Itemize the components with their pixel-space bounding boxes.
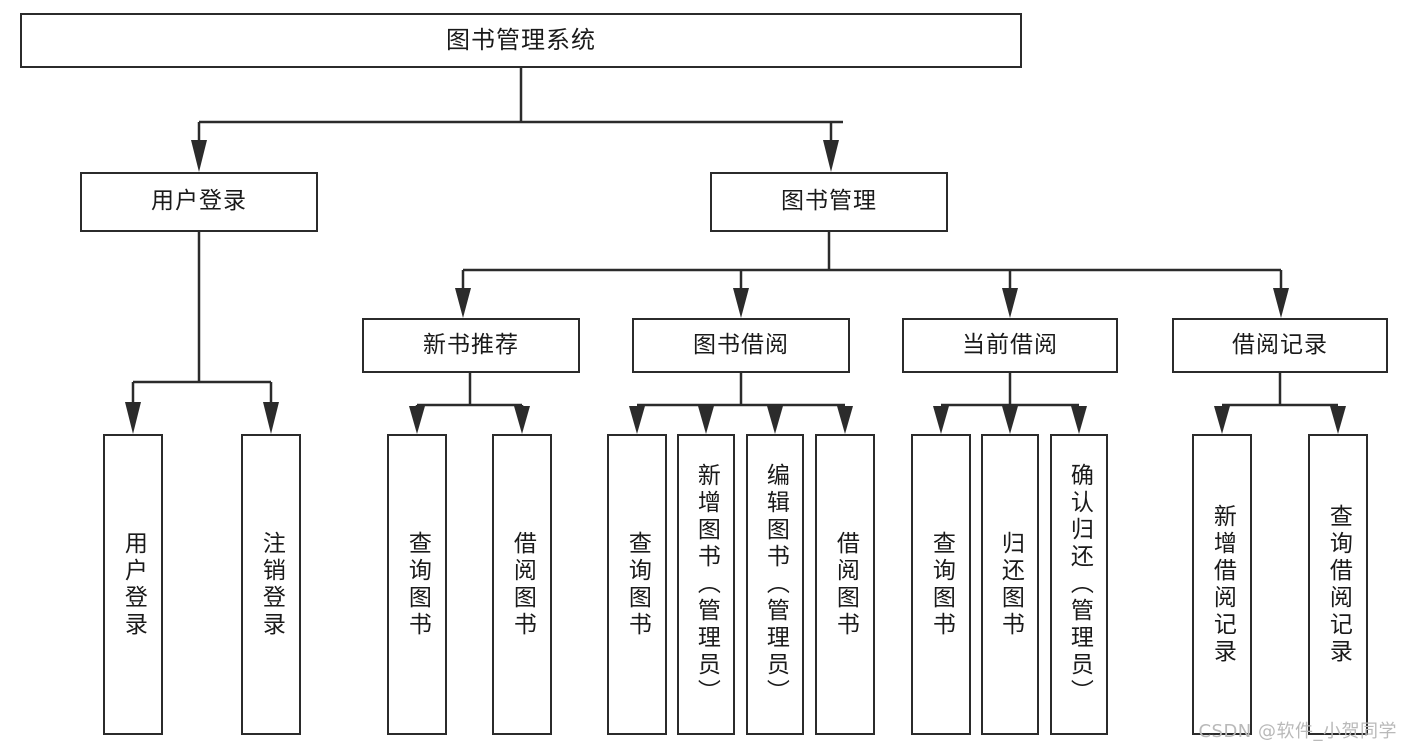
arrowhead-userlogin-leaf-1 <box>263 402 279 434</box>
arrowhead-current-leaf-1 <box>1002 406 1018 434</box>
node-leaf-label: 查询借阅记录 <box>1325 503 1352 666</box>
node-leaf-label: 借阅图书 <box>832 530 859 639</box>
node-leaf-label: 查询图书 <box>404 530 431 639</box>
node-leaf-current-query-book[interactable]: 查询图书 <box>911 434 971 735</box>
node-borrow-record-label: 借阅记录 <box>1232 331 1328 358</box>
node-leaf-newbook-query-book[interactable]: 查询图书 <box>387 434 447 735</box>
node-leaf-label: 查询图书 <box>624 530 651 639</box>
arrowhead-newbook-leaf-0 <box>409 406 425 434</box>
node-leaf-label: 用户登录 <box>120 530 147 639</box>
node-book-borrow-label: 图书借阅 <box>693 331 789 358</box>
arrowhead-current-leaf-2 <box>1071 406 1087 434</box>
node-root-label: 图书管理系统 <box>446 26 596 55</box>
arrowhead-current-leaf-0 <box>933 406 949 434</box>
node-book-management-label: 图书管理 <box>781 188 877 215</box>
node-leaf-label: 确认归还（管理员） <box>1066 463 1093 706</box>
node-root-book-management-system[interactable]: 图书管理系统 <box>20 13 1022 68</box>
node-leaf-record-add-record[interactable]: 新增借阅记录 <box>1192 434 1252 735</box>
arrowhead-l3-1 <box>733 288 749 318</box>
node-leaf-label: 注销登录 <box>258 530 285 639</box>
node-leaf-current-return-book[interactable]: 归还图书 <box>981 434 1039 735</box>
arrowhead-l3-3 <box>1273 288 1289 318</box>
arrowhead-record-leaf-1 <box>1330 406 1346 434</box>
node-leaf-record-query-record[interactable]: 查询借阅记录 <box>1308 434 1368 735</box>
node-leaf-borrow-query-book[interactable]: 查询图书 <box>607 434 667 735</box>
node-leaf-borrow-edit-book-admin[interactable]: 编辑图书（管理员） <box>746 434 804 735</box>
node-borrow-record[interactable]: 借阅记录 <box>1172 318 1388 373</box>
node-leaf-borrow-add-book-admin[interactable]: 新增图书（管理员） <box>677 434 735 735</box>
arrowhead-book-mgmt <box>823 140 839 172</box>
arrowhead-l3-0 <box>455 288 471 318</box>
arrowhead-userlogin-leaf-0 <box>125 402 141 434</box>
node-leaf-newbook-borrow-book[interactable]: 借阅图书 <box>492 434 552 735</box>
node-book-management[interactable]: 图书管理 <box>710 172 948 232</box>
arrowhead-borrow-leaf-2 <box>767 406 783 434</box>
node-new-book-recommend[interactable]: 新书推荐 <box>362 318 580 373</box>
node-leaf-label: 新增借阅记录 <box>1209 503 1236 666</box>
node-new-book-recommend-label: 新书推荐 <box>423 331 519 358</box>
node-leaf-borrow-borrow-book[interactable]: 借阅图书 <box>815 434 875 735</box>
arrowhead-borrow-leaf-0 <box>629 406 645 434</box>
arrowhead-l3-2 <box>1002 288 1018 318</box>
node-leaf-label: 查询图书 <box>928 530 955 639</box>
csdn-watermark: CSDN @软件_小贺同学 <box>1198 721 1397 742</box>
node-leaf-current-confirm-return-admin[interactable]: 确认归还（管理员） <box>1050 434 1108 735</box>
node-current-borrow-label: 当前借阅 <box>962 331 1058 358</box>
node-user-login-label: 用户登录 <box>151 188 247 215</box>
node-book-borrow[interactable]: 图书借阅 <box>632 318 850 373</box>
arrowhead-borrow-leaf-3 <box>837 406 853 434</box>
node-leaf-label: 新增图书（管理员） <box>693 463 720 706</box>
arrowhead-record-leaf-0 <box>1214 406 1230 434</box>
arrowhead-user-login <box>191 140 207 172</box>
arrowhead-borrow-leaf-1 <box>698 406 714 434</box>
node-leaf-user-login-signin[interactable]: 用户登录 <box>103 434 163 735</box>
node-user-login[interactable]: 用户登录 <box>80 172 318 232</box>
node-leaf-label: 归还图书 <box>997 530 1024 639</box>
arrowhead-newbook-leaf-1 <box>514 406 530 434</box>
node-current-borrow[interactable]: 当前借阅 <box>902 318 1118 373</box>
node-leaf-label: 编辑图书（管理员） <box>762 463 789 706</box>
node-leaf-user-login-signout[interactable]: 注销登录 <box>241 434 301 735</box>
node-leaf-label: 借阅图书 <box>509 530 536 639</box>
